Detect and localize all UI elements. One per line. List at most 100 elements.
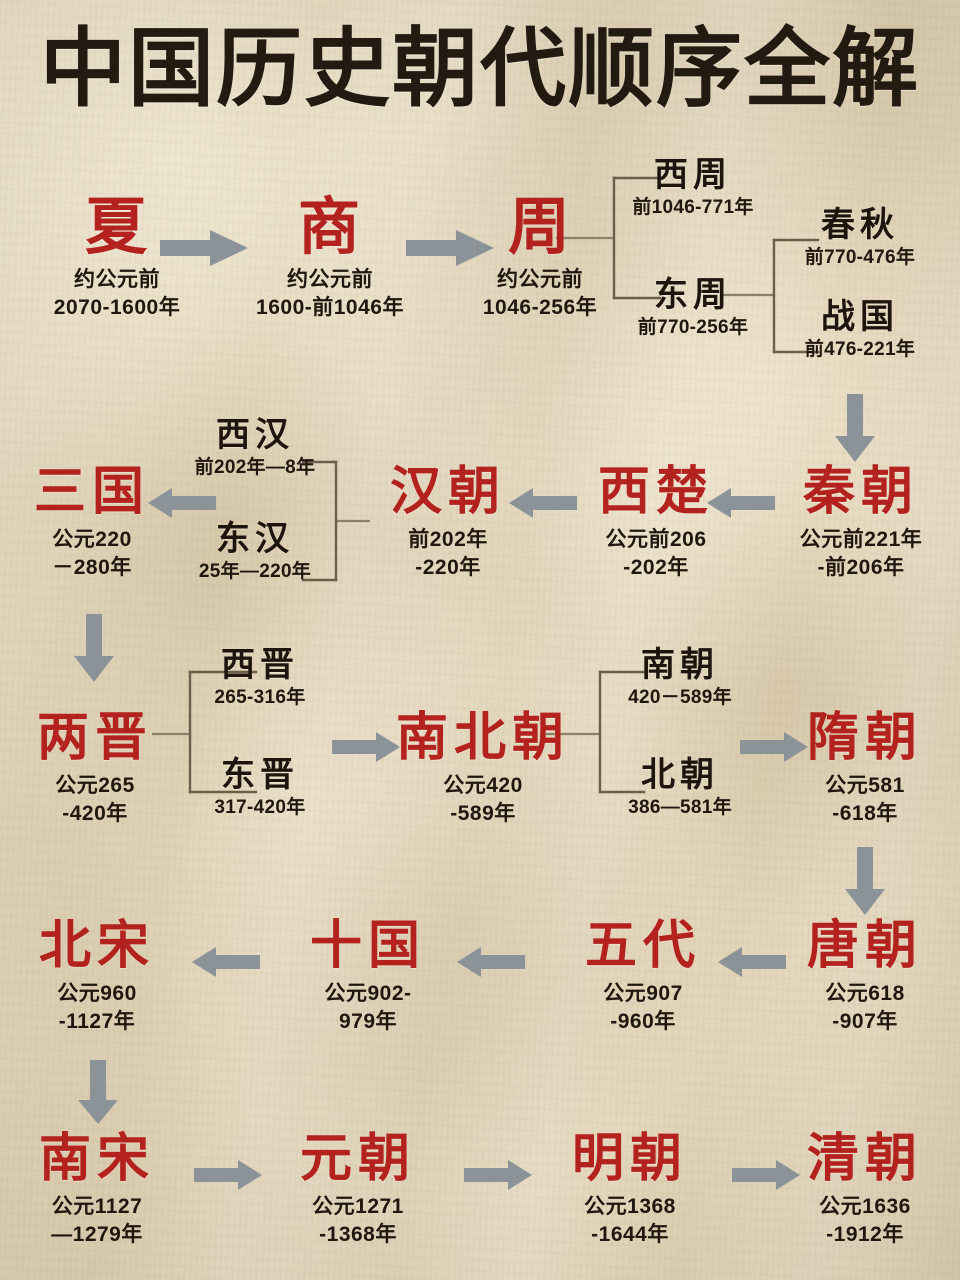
dynasty-node-xihan: 西汉 前202年—8年: [175, 418, 335, 480]
dynasty-date: 公元1271 -1368年: [312, 1194, 404, 1246]
dynasty-name: 东周: [654, 277, 732, 314]
dynasty-node-sui: 隋朝 公元581 -618年: [780, 711, 950, 828]
dynasty-name: 商: [297, 194, 362, 262]
arrow-left-icon-tang-wudai: [716, 945, 788, 979]
dynasty-node-tang: 唐朝 公元618 -907年: [780, 918, 950, 1036]
arrow-down-icon-beisong-nansong: [76, 1058, 120, 1126]
bracket-han: [300, 448, 372, 593]
dynasty-node-nansong: 南宋 公元1127 —1279年: [12, 1131, 182, 1249]
dynasty-node-zhou: 周 约公元前 1046-256年: [455, 194, 625, 323]
arrow-left-icon-wudai-shiguo: [455, 945, 527, 979]
page-title: 中国历史朝代顺序全解: [40, 21, 920, 117]
dynasty-name: 战国: [821, 299, 899, 336]
dynasty-date: 公元618 -907年: [825, 981, 905, 1033]
dynasty-date: 前202年 -220年: [408, 527, 488, 579]
dynasty-name: 汉朝: [389, 464, 506, 521]
dynasty-name: 秦朝: [802, 464, 919, 521]
dynasty-date: 公元265 -420年: [55, 773, 135, 825]
dynasty-name: 五代: [584, 918, 701, 975]
dynasty-node-yuan: 元朝 公元1271 -1368年: [268, 1131, 448, 1249]
bracket-nanbei: [540, 662, 650, 803]
dynasty-date: 约公元前 1046-256年: [482, 268, 598, 320]
dynasty-name: 元朝: [299, 1131, 416, 1188]
dynasty-name: 北宋: [38, 918, 155, 975]
dynasty-node-beisong: 北宋 公元960 -1127年: [12, 918, 182, 1036]
dynasty-node-dongjin: 东晋 317-420年: [180, 758, 340, 820]
dynasty-date: 前1046-771年: [632, 196, 754, 218]
dynasty-name: 夏: [84, 194, 149, 262]
dynasty-node-zhanguo: 战国 前476-221年: [780, 300, 940, 362]
dynasty-name: 唐朝: [806, 918, 923, 975]
dynasty-date: 317-420年: [214, 796, 306, 818]
arrow-right-icon-shang-zhou: [404, 228, 496, 268]
dynasty-date: 265-316年: [214, 686, 306, 708]
dynasty-node-xia: 夏 约公元前 2070-1600年: [32, 194, 202, 323]
arrow-right-icon-yuan-ming: [462, 1158, 534, 1192]
dynasty-name: 南北朝: [395, 710, 570, 767]
dynasty-name: 东晋: [221, 757, 299, 794]
dynasty-node-sanguo: 三国 公元220 －280年: [12, 465, 172, 582]
dynasty-date: 公元1636 -1912年: [819, 1194, 911, 1246]
dynasty-date: 前770-256年: [637, 316, 749, 338]
dynasty-name: 西晋: [221, 647, 299, 684]
dynasty-date: 25年—220年: [198, 560, 312, 582]
dynasty-date: 公元960 -1127年: [57, 981, 137, 1033]
dynasty-name: 南宋: [38, 1131, 155, 1188]
dynasty-node-ming: 明朝 公元1368 -1644年: [540, 1131, 720, 1249]
dynasty-name: 北朝: [641, 757, 719, 794]
arrow-right-icon-dongjin-nanbei: [330, 730, 402, 764]
dynasty-date: 公元581 -618年: [825, 773, 905, 825]
dynasty-node-chunqiu: 春秋 前770-476年: [780, 208, 940, 270]
dynasty-node-nanchao: 南朝 420－589年: [600, 648, 760, 710]
dynasty-date: 公元1368 -1644年: [584, 1194, 676, 1246]
arrow-down-icon-sanguo-liangjin: [72, 612, 116, 684]
dynasty-name: 十国: [309, 918, 426, 975]
dynasty-node-qin: 秦朝 公元前221年 -前206年: [766, 464, 956, 582]
bracket-zhou: [556, 170, 666, 315]
bracket-liangjin: [152, 662, 262, 803]
dynasty-name: 明朝: [571, 1131, 688, 1188]
dynasty-date: 约公元前 1600-前1046年: [256, 268, 404, 320]
dynasty-name: 春秋: [821, 207, 899, 244]
dynasty-node-shang: 商 约公元前 1600-前1046年: [245, 194, 415, 323]
dynasty-name: 西汉: [216, 417, 294, 454]
dynasty-node-beichao: 北朝 386—581年: [600, 758, 760, 820]
dynasty-node-dongzhou: 东周 前770-256年: [618, 278, 768, 340]
dynasty-node-nanbei: 南北朝 公元420 -589年: [388, 710, 578, 828]
dynasty-date: 公元902- 979年: [324, 981, 412, 1033]
dynasty-node-donghan: 东汉 25年—220年: [175, 522, 335, 584]
dynasty-node-xichu: 西楚 公元前206 -202年: [566, 464, 746, 582]
dynasty-date: 公元220 －280年: [52, 527, 132, 579]
dynasty-name: 西楚: [597, 464, 714, 521]
dynasty-date: 前476-221年: [804, 338, 916, 360]
arrow-left-icon-han-sanguo: [146, 486, 218, 520]
dynasty-date: 公元420 -589年: [443, 773, 523, 825]
dynasty-node-liangjin: 两晋 公元265 -420年: [10, 710, 180, 828]
dynasty-name: 周: [507, 194, 572, 262]
dynasty-name: 清朝: [806, 1131, 923, 1188]
dynasty-date: 公元前206 -202年: [605, 527, 707, 579]
dynasty-date: 约公元前 2070-1600年: [53, 268, 181, 320]
arrow-right-icon-xia-shang: [158, 228, 250, 268]
dynasty-date: 前770-476年: [804, 246, 916, 268]
dynasty-date: 420－589年: [628, 686, 732, 708]
arrow-left-icon-qin-xichu: [705, 486, 777, 520]
dynasty-node-wudai: 五代 公元907 -960年: [558, 918, 728, 1036]
arrow-left-icon-shiguo-beisong: [190, 945, 262, 979]
arrow-right-icon-nansong-yuan: [192, 1158, 264, 1192]
dynasty-node-qing: 清朝 公元1636 -1912年: [775, 1131, 955, 1249]
dynasty-name: 南朝: [641, 647, 719, 684]
arrow-down-icon-zhanguo-qin: [833, 392, 877, 464]
arrow-right-icon-ming-qing: [730, 1158, 802, 1192]
arrow-left-icon-xichu-han: [507, 486, 579, 520]
bracket-dongzhou: [722, 232, 822, 367]
dynasty-date: 386—581年: [628, 796, 732, 818]
dynasty-name: 两晋: [36, 710, 153, 767]
arrow-down-icon-sui-tang: [843, 845, 887, 917]
dynasty-date: 前202年—8年: [194, 456, 316, 478]
dynasty-node-han: 汉朝 前202年 -220年: [358, 464, 538, 582]
dynasty-name: 东汉: [216, 521, 294, 558]
dynasty-name: 西周: [654, 157, 732, 194]
dynasty-node-xijin: 西晋 265-316年: [180, 648, 340, 710]
